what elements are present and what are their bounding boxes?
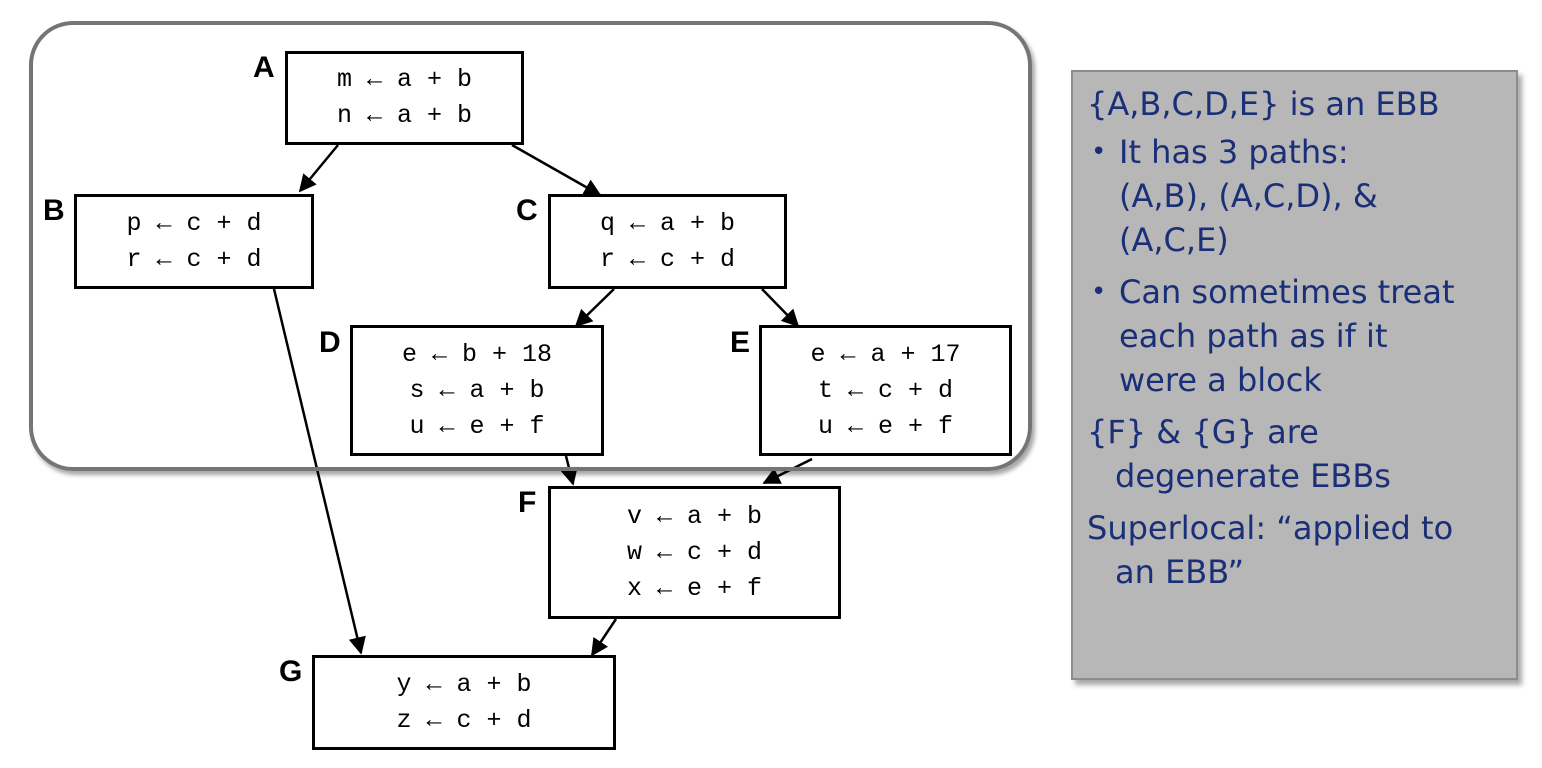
edge-e-to-f — [762, 457, 813, 485]
block-d: e ← b + 18 s ← a + b u ← e + f — [350, 325, 604, 456]
notes-superlocal: Superlocal: “applied to an EBB” — [1087, 506, 1506, 594]
notes-bullet-paths: • It has 3 paths: (A,B), (A,C,D), & (A,C… — [1087, 130, 1506, 262]
notes-heading-ebb: {A,B,C,D,E} is an EBB — [1087, 85, 1440, 123]
block-b-stmt-2: r ← c + d — [126, 244, 262, 274]
block-c: q ← a + b r ← c + d — [548, 194, 787, 289]
notes-bullet-treat-text: Can sometimes treat each path as if it w… — [1119, 270, 1506, 402]
notes-superlocal-line-1: Superlocal: “applied to — [1087, 509, 1454, 547]
notes-bullet-paths-line-1: It has 3 paths: — [1119, 133, 1349, 171]
notes-degenerate-line-2: degenerate EBBs — [1115, 457, 1391, 495]
edge-a-to-c — [511, 143, 602, 197]
block-a-stmt-2: n ← a + b — [336, 101, 473, 130]
notes-superlocal-line-2: an EBB” — [1115, 553, 1245, 591]
block-a-stmt-1: m ← a + b — [336, 65, 473, 94]
notes-degenerate-line-1: {F} & {G} are — [1087, 413, 1319, 451]
notes-bullet-treat: • Can sometimes treat each path as if it… — [1087, 270, 1506, 402]
block-c-label: C — [516, 194, 538, 227]
block-d-stmt-3: u ← e + f — [409, 411, 545, 441]
notes-bullet-paths-line-2: (A,B), (A,C,D), & — [1119, 177, 1378, 215]
notes-panel: {A,B,C,D,E} is an EBB • It has 3 paths: … — [1071, 70, 1518, 680]
block-f: v ← a + b w ← c + d x ← e + f — [548, 486, 841, 619]
block-f-label: F — [518, 486, 537, 519]
block-b: p ← c + d r ← c + d — [74, 194, 314, 289]
block-b-label: B — [43, 194, 65, 227]
notes-bullet-treat-line-3: were a block — [1119, 361, 1322, 399]
block-a: m ← a + b n ← a + b — [285, 51, 524, 145]
edge-b-to-g — [272, 288, 366, 655]
bullet-dot-icon: • — [1091, 137, 1107, 167]
block-f-stmt-1: v ← a + b — [626, 501, 763, 531]
edge-a-to-b — [298, 144, 339, 193]
block-d-stmt-1: e ← b + 18 — [401, 339, 553, 369]
block-a-label: A — [253, 51, 275, 84]
block-b-stmt-1: p ← c + d — [126, 208, 262, 238]
block-g-label: G — [279, 655, 303, 688]
block-e-stmt-2: t ← c + d — [817, 375, 954, 405]
edge-c-to-e — [761, 288, 800, 328]
block-g-stmt-2: z ← c + d — [396, 705, 532, 735]
block-c-stmt-1: q ← a + b — [599, 208, 736, 238]
block-f-stmt-3: x ← e + f — [626, 573, 763, 603]
block-e-stmt-1: e ← a + 17 — [810, 339, 961, 369]
block-g: y ← a + b z ← c + d — [312, 655, 616, 750]
block-f-stmt-2: w ← c + d — [626, 537, 763, 567]
block-d-label: D — [319, 326, 341, 359]
block-d-stmt-2: s ← a + b — [409, 375, 545, 405]
notes-degenerate: {F} & {G} are degenerate EBBs — [1087, 410, 1506, 498]
block-e-label: E — [730, 326, 751, 359]
ebb-region-outline — [29, 21, 1032, 471]
edge-f-to-g — [590, 618, 618, 657]
notes-bullet-paths-text: It has 3 paths: (A,B), (A,C,D), & (A,C,E… — [1119, 130, 1506, 262]
block-e: e ← a + 17 t ← c + d u ← e + f — [759, 325, 1012, 456]
block-c-stmt-2: r ← c + d — [599, 244, 736, 274]
notes-bullet-paths-line-3: (A,C,E) — [1119, 221, 1229, 259]
block-g-stmt-1: y ← a + b — [396, 669, 532, 699]
bullet-dot-icon: • — [1091, 277, 1107, 307]
notes-bullet-treat-line-1: Can sometimes treat — [1119, 273, 1455, 311]
edge-c-to-d — [574, 288, 615, 328]
block-e-stmt-3: u ← e + f — [817, 411, 954, 441]
notes-bullet-treat-line-2: each path as if it — [1119, 317, 1388, 355]
